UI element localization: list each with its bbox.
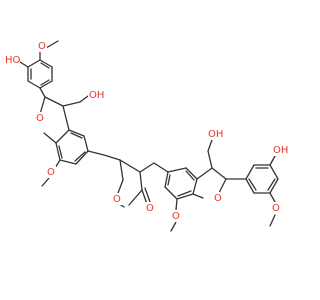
atom-labels: HO O OH O O O O OH O O OH O — [4, 40, 288, 222]
o-label-right-bottom: O — [172, 211, 180, 222]
oh-label-right-phenol: OH — [273, 145, 288, 156]
ho-label-left: HO — [5, 55, 21, 66]
right-aryl-ring — [245, 164, 279, 194]
methyl-right-bottom — [170, 221, 177, 232]
right-fused-benzene — [164, 167, 198, 200]
o-label-left-bottom: O — [47, 167, 55, 178]
structure-svg: HO O OH O O O O OH O O OH O — [4, 40, 288, 232]
left-aryl-ring — [27, 59, 53, 89]
linker-right-1 — [139, 162, 155, 173]
ch2oh-bond-right-1 — [207, 150, 213, 169]
molecule-diagram: HO O OH O O O O OH O O OH O — [4, 40, 288, 232]
carbonyl-bond-b — [144, 187, 151, 203]
right-dihydrofuran-ring — [192, 167, 227, 199]
oh-label-right: OH — [208, 129, 223, 140]
methyl-left-bottom — [41, 177, 50, 187]
left-dihydrofuran-ring — [39, 96, 70, 144]
methyl-right — [269, 214, 276, 227]
linker-right-2 — [153, 162, 169, 173]
ch2oh-bond-left-2 — [79, 95, 89, 103]
left-fused-benzene — [55, 129, 89, 165]
ome-bond-right-bottom — [175, 198, 178, 211]
ring-o-label-left: O — [36, 113, 44, 124]
o-label-right-methoxy: O — [272, 203, 280, 214]
oh-bond-right — [269, 155, 276, 166]
ring-o-label-right: O — [214, 193, 222, 204]
linker-left-2 — [103, 154, 121, 161]
linker-left-1 — [87, 150, 105, 156]
o-label-left-top: O — [38, 41, 46, 52]
ho-bond-left — [19, 61, 29, 68]
ch2oh-bond-right-2 — [207, 139, 213, 152]
lactone-o-label: O — [113, 194, 121, 205]
oh-label-left: OH — [89, 90, 104, 101]
ch2oh-bond-left-1 — [62, 101, 81, 107]
carbonyl-o-label: O — [146, 203, 154, 214]
carbonyl-bond-a — [141, 189, 148, 205]
aryl-to-c2-left — [39, 87, 46, 98]
methyl-left-top — [45, 40, 59, 49]
ome-bond-right — [269, 192, 276, 203]
